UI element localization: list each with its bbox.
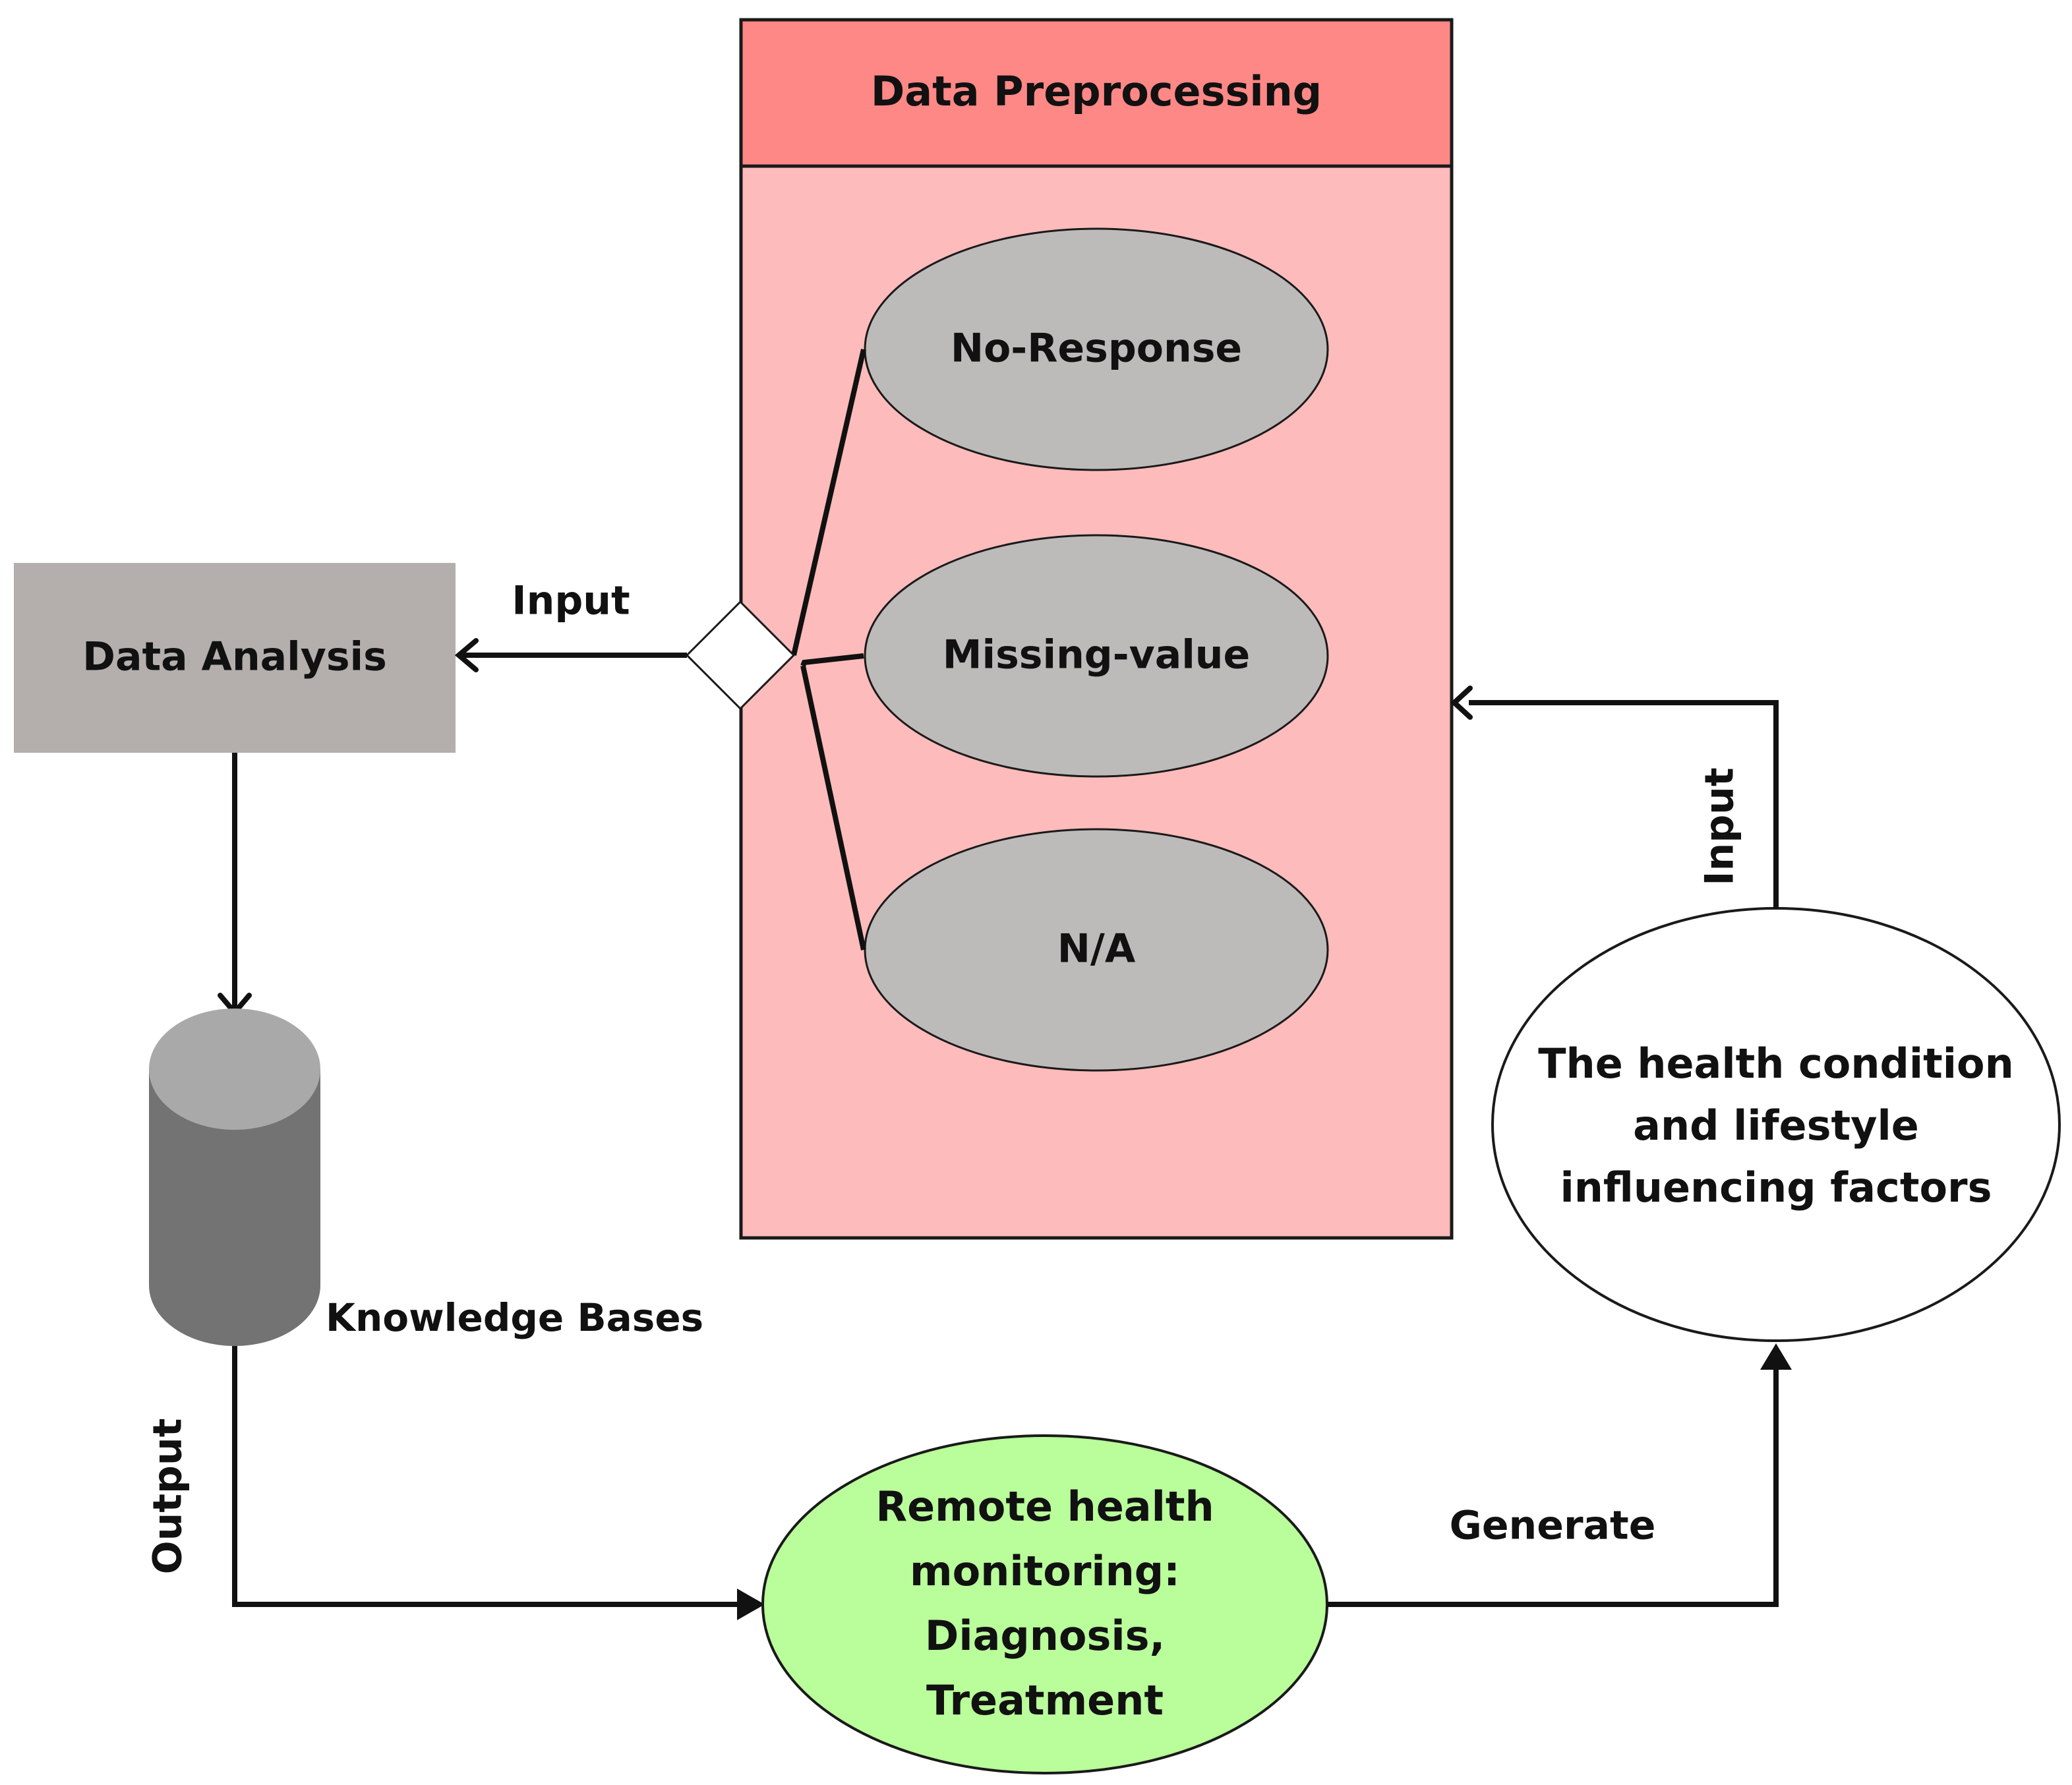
edge-output-label: Output (145, 1419, 191, 1575)
knowledge-base-label: Knowledge Bases (326, 1295, 703, 1340)
health-factors-line-1: The health condition (1538, 1039, 2013, 1088)
na-label: N/A (1057, 926, 1136, 972)
edge-input-right-arrowhead (1450, 686, 1473, 720)
knowledge-base-body (149, 1069, 320, 1346)
missing-value-node (864, 534, 1329, 778)
edge-input-right-line (1469, 700, 1779, 908)
edge-input-to-preprocessing: Input (1450, 686, 1779, 908)
aggregation-connectors (791, 349, 866, 951)
edge-generate-label: Generate (1450, 1503, 1656, 1549)
connector-na (800, 665, 866, 951)
data-analysis-label: Data Analysis (82, 634, 387, 680)
health-factors-line-3: influencing factors (1560, 1163, 1992, 1212)
edge-generate-arrowhead (1760, 1343, 1792, 1370)
remote-monitoring-line-3: Diagnosis, (925, 1612, 1165, 1660)
remote-monitoring-line-1: Remote health (875, 1482, 1214, 1531)
data-analysis-rect (14, 563, 456, 753)
remote-monitoring-line-4: Treatment (926, 1676, 1164, 1724)
edge-generate-line (1327, 1358, 1779, 1607)
edge-analysis-to-kb (218, 753, 252, 1017)
preprocessing-header (739, 18, 1454, 168)
remote-monitoring-line-2: monitoring: (910, 1547, 1180, 1595)
edge-input-to-analysis: Input (454, 578, 687, 672)
edge-output-arrowhead (737, 1589, 765, 1620)
aggregation-diamond (685, 600, 796, 711)
connector-missing-value (800, 653, 864, 667)
data-analysis-box: Data Analysis (14, 563, 456, 753)
no-response-label: No-Response (951, 326, 1242, 372)
no-response-node (864, 227, 1329, 471)
missing-value-label: Missing-value (943, 632, 1250, 678)
health-factors-line-2: and lifestyle (1633, 1101, 1919, 1150)
remote-monitoring-node: Remote health monitoring: Diagnosis, Tre… (761, 1434, 1328, 1774)
edge-input-right-label: Input (1697, 767, 1743, 885)
na-node (864, 828, 1329, 1072)
health-factors-node: The health condition and lifestyle influ… (1491, 907, 2061, 1342)
edge-output-line (232, 1346, 752, 1607)
edge-input-left-arrowhead (454, 638, 479, 672)
edge-input-left-label: Input (512, 578, 630, 624)
preprocessing-title: Data Preprocessing (871, 67, 1322, 115)
knowledge-base-top (149, 1009, 320, 1130)
connector-no-response (791, 349, 866, 656)
knowledge-base-cylinder: Knowledge Bases (149, 1009, 703, 1346)
preprocessing-items: No-Response Missing-value N/A (864, 227, 1329, 1072)
edge-generate: Generate (1327, 1343, 1792, 1607)
edge-output: Output (145, 1346, 765, 1620)
